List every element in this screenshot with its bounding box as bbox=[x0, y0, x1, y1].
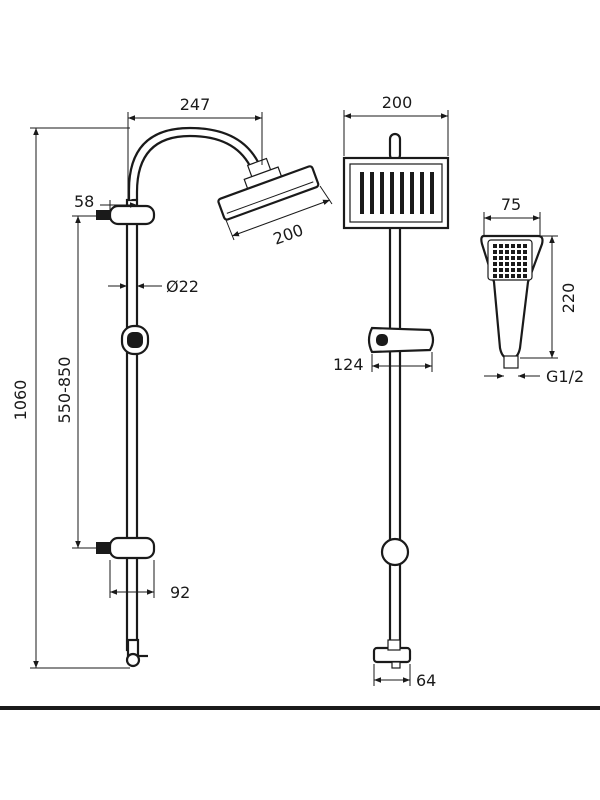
dim-64: 64 bbox=[373, 664, 436, 690]
front-joint bbox=[380, 537, 410, 567]
dim-92: 92 bbox=[109, 560, 190, 602]
nozzle bbox=[523, 250, 527, 254]
dim-label-hand-length: 220 bbox=[559, 283, 578, 314]
dim-550-850: 550-850 bbox=[55, 215, 100, 549]
dim-label-front-head-width: 200 bbox=[382, 93, 413, 112]
nozzle bbox=[493, 256, 497, 260]
dim-label-rail-width: 247 bbox=[180, 95, 211, 114]
nozzle bbox=[505, 256, 509, 260]
dim-220: 220 bbox=[520, 235, 578, 359]
nozzle bbox=[511, 250, 515, 254]
nozzle bbox=[523, 244, 527, 248]
nozzle bbox=[499, 256, 503, 260]
nozzle bbox=[499, 268, 503, 272]
side-view bbox=[96, 126, 320, 668]
nozzle bbox=[517, 262, 521, 266]
nozzle bbox=[499, 244, 503, 248]
dim-124: 124 bbox=[333, 352, 433, 374]
nozzle bbox=[505, 262, 509, 266]
side-rail bbox=[125, 198, 139, 652]
nozzle bbox=[511, 262, 515, 266]
nozzle bbox=[517, 268, 521, 272]
dim-label-holder-width: 124 bbox=[333, 355, 364, 374]
front-mixer bbox=[372, 639, 412, 669]
front-shower-head bbox=[342, 156, 450, 230]
nozzle bbox=[517, 256, 521, 260]
head-slot bbox=[410, 172, 414, 214]
dim-label-wall-offset: 58 bbox=[74, 192, 94, 211]
side-slider bbox=[120, 324, 150, 356]
head-slot bbox=[430, 172, 434, 214]
nozzle bbox=[511, 274, 515, 278]
head-slot bbox=[420, 172, 424, 214]
dim-247: 247 bbox=[127, 95, 263, 200]
nozzle bbox=[517, 244, 521, 248]
nozzle bbox=[499, 250, 503, 254]
dim-label-bracket-depth: 92 bbox=[170, 583, 190, 602]
nozzle bbox=[511, 256, 515, 260]
dim-200-front: 200 bbox=[343, 93, 449, 156]
nozzle bbox=[499, 262, 503, 266]
nozzle bbox=[517, 250, 521, 254]
bottom-divider bbox=[0, 706, 600, 710]
nozzle bbox=[499, 274, 503, 278]
nozzle bbox=[511, 244, 515, 248]
head-slot bbox=[390, 172, 394, 214]
dim-58: 58 bbox=[74, 192, 137, 211]
nozzle bbox=[505, 268, 509, 272]
head-slot bbox=[380, 172, 384, 214]
nozzle bbox=[523, 268, 527, 272]
side-top-bracket bbox=[96, 204, 156, 226]
hand-shower bbox=[480, 234, 544, 369]
dim-label-bracket-spacing: 550-850 bbox=[55, 357, 74, 424]
dim-75: 75 bbox=[483, 195, 541, 236]
nozzle bbox=[493, 262, 497, 266]
head-slot bbox=[370, 172, 374, 214]
nozzle bbox=[505, 250, 509, 254]
dim-label-pipe-diameter: Ø22 bbox=[166, 277, 199, 296]
nozzle bbox=[511, 268, 515, 272]
dim-label-hand-width: 75 bbox=[501, 195, 521, 214]
dim-label-total-height: 1060 bbox=[11, 380, 30, 421]
side-bottom-bracket bbox=[96, 536, 156, 560]
front-rail bbox=[388, 224, 402, 648]
dim-1060: 1060 bbox=[11, 127, 130, 669]
dim-thread: G1/2 bbox=[484, 367, 584, 386]
nozzle bbox=[523, 256, 527, 260]
nozzle bbox=[523, 274, 527, 278]
nozzle bbox=[493, 268, 497, 272]
side-valve bbox=[125, 638, 148, 668]
nozzle bbox=[505, 274, 509, 278]
nozzle bbox=[493, 250, 497, 254]
nozzle bbox=[493, 244, 497, 248]
nozzle bbox=[517, 274, 521, 278]
nozzle bbox=[493, 274, 497, 278]
dim-label-thread: G1/2 bbox=[546, 367, 584, 386]
dim-label-mixer-width: 64 bbox=[416, 671, 436, 690]
front-view bbox=[342, 132, 450, 669]
head-slot bbox=[360, 172, 364, 214]
head-slot bbox=[400, 172, 404, 214]
dim-pipe: Ø22 bbox=[108, 277, 199, 296]
dim-label-head-diameter: 200 bbox=[271, 220, 306, 248]
nozzle bbox=[523, 262, 527, 266]
front-holder bbox=[367, 326, 435, 354]
nozzle bbox=[505, 244, 509, 248]
